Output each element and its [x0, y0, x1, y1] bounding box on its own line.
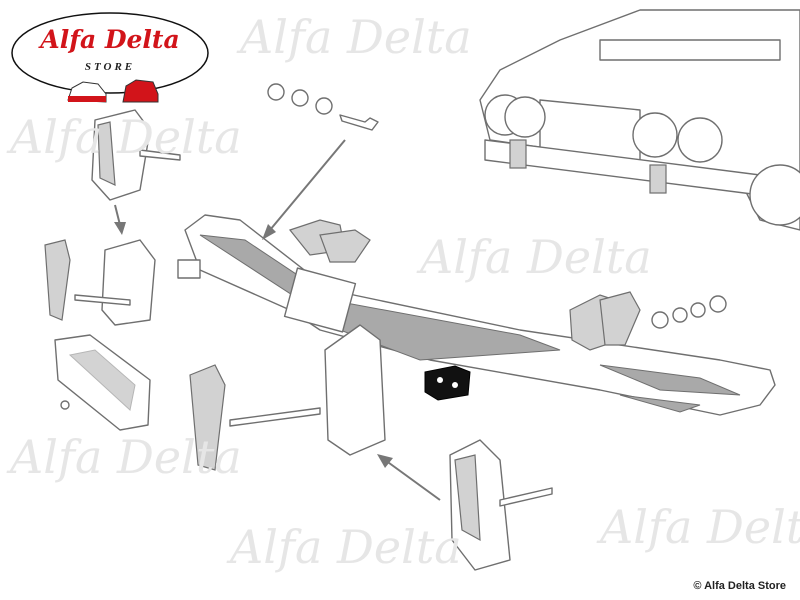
number-plate-holder: [54, 334, 151, 431]
svg-text:Alfa Delta: Alfa Delta: [38, 25, 179, 54]
car-front-illustration: [479, 9, 800, 231]
alfa-delta-store-logo[interactable]: Alfa Delta STORE: [8, 8, 212, 108]
highlighted-part-bracket: [424, 365, 471, 401]
assembly-arrows: [114, 139, 441, 501]
overrider-top-left: [44, 109, 181, 326]
bumper-brackets: [177, 219, 641, 351]
copyright-notice: © Alfa Delta Store: [693, 580, 786, 592]
svg-text:STORE: STORE: [85, 61, 135, 73]
front-bumper: [184, 214, 776, 416]
overrider-lower: [189, 324, 553, 571]
washers-and-bolt: [267, 83, 727, 329]
